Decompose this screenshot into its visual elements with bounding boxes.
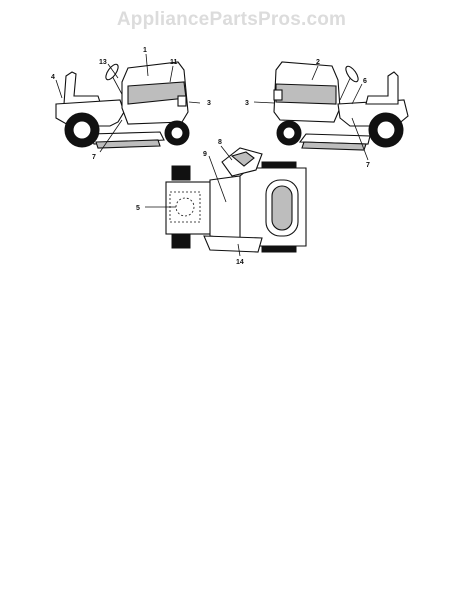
callout-13: 13: [99, 59, 107, 66]
callout-9: 9: [203, 151, 207, 158]
callout-labels: 1 11 13 4 3 7 2 3 6 7 8 9 5 14: [51, 47, 370, 266]
callout-11: 11: [170, 59, 178, 66]
callout-8: 8: [218, 139, 222, 146]
tractor-right-side-view: [273, 61, 409, 151]
callout-2: 2: [316, 59, 320, 66]
tractor-top-view: [165, 147, 307, 253]
leader-lines: [55, 53, 369, 257]
tractor-left-side-view: [55, 61, 190, 149]
callout-3-right: 3: [245, 100, 249, 107]
callout-1: 1: [143, 47, 147, 54]
callout-14: 14: [236, 259, 244, 266]
callout-5: 5: [136, 205, 140, 212]
callout-6: 6: [363, 78, 367, 85]
callout-7-right: 7: [366, 162, 370, 169]
callout-4: 4: [51, 74, 55, 81]
watermark-text: AppliancePartsPros.com: [116, 9, 347, 30]
callout-7-left: 7: [92, 154, 96, 161]
callout-3-left: 3: [207, 100, 211, 107]
